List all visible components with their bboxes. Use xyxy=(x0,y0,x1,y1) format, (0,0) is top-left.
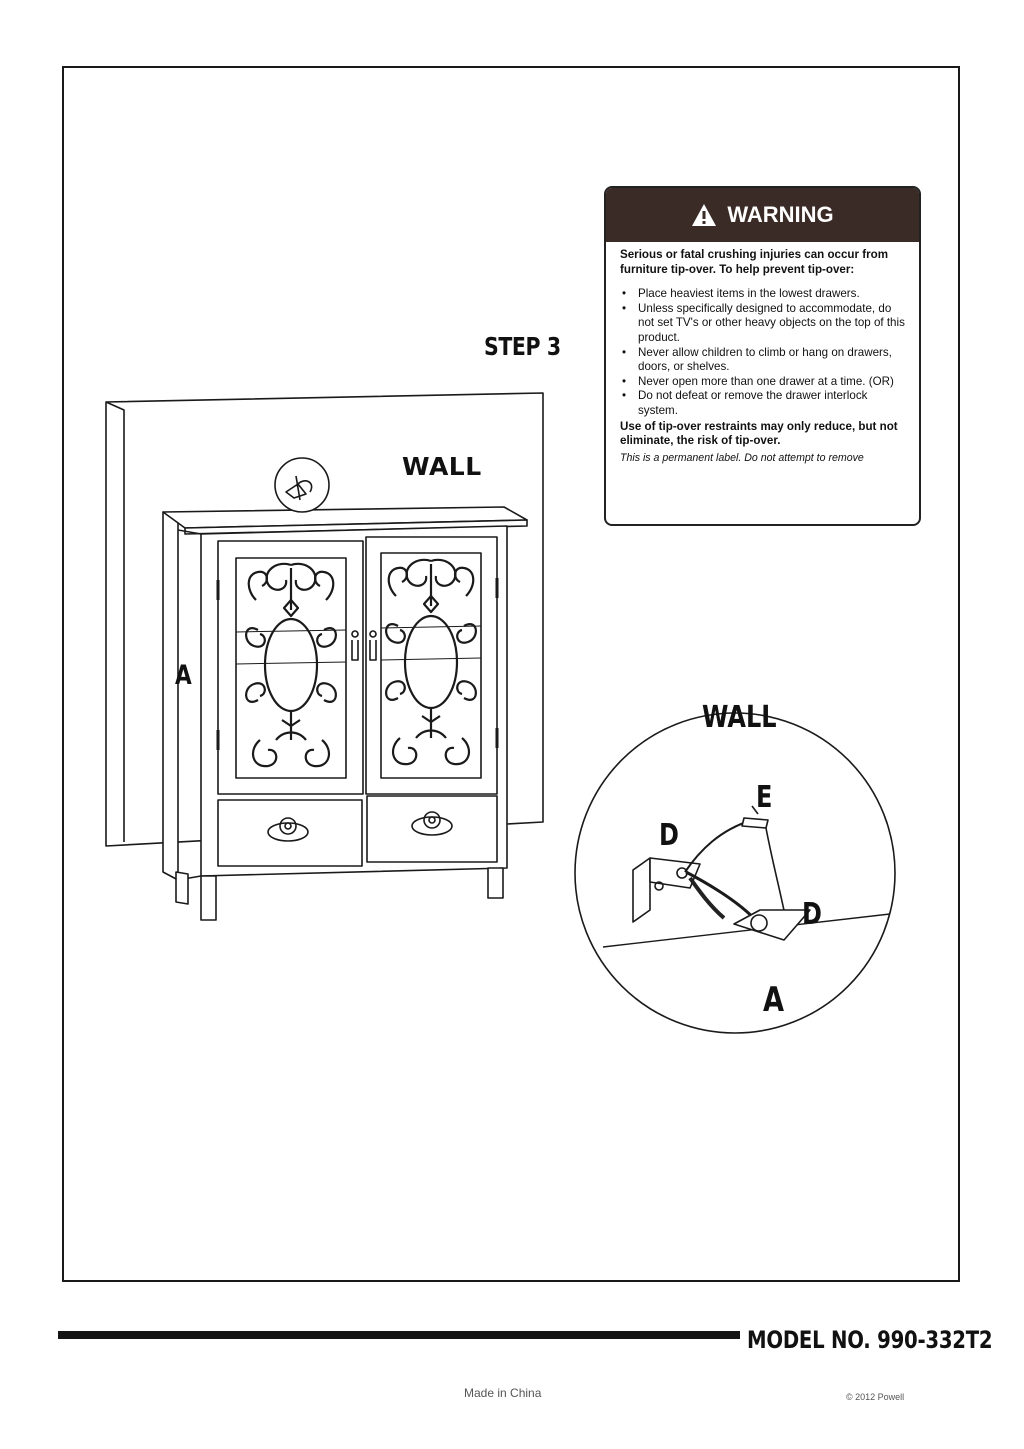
step-title: STEP 3 xyxy=(484,332,561,361)
warning-item: Unless specifically designed to accommod… xyxy=(620,302,909,346)
warning-item: Never open more than one drawer at a tim… xyxy=(620,375,909,390)
warning-item: Never allow children to climb or hang on… xyxy=(620,346,909,375)
wall-label: WALL xyxy=(402,452,482,481)
part-a-label: A xyxy=(175,660,192,691)
made-in-text: Made in China xyxy=(464,1386,542,1400)
warning-list: Place heaviest items in the lowest drawe… xyxy=(620,287,909,418)
warning-header: WARNING xyxy=(606,188,919,242)
warning-outro: Use of tip-over restraints may only redu… xyxy=(620,419,898,448)
warning-item: Place heaviest items in the lowest drawe… xyxy=(620,287,909,302)
detail-part-a-label: A xyxy=(763,980,785,1020)
model-number: MODEL NO. 990-332T2 xyxy=(747,1326,993,1354)
warning-heading: WARNING xyxy=(727,202,834,227)
warning-label: WARNING Serious or fatal crushing injuri… xyxy=(604,186,921,526)
warning-intro: Serious or fatal crushing injuries can o… xyxy=(620,248,889,276)
page-frame xyxy=(62,66,960,1282)
warning-item: Do not defeat or remove the drawer inter… xyxy=(620,389,909,418)
copyright-text: © 2012 Powell xyxy=(846,1392,905,1402)
part-e-label: E xyxy=(756,780,773,815)
footer-rule xyxy=(58,1331,740,1339)
warning-triangle-icon xyxy=(691,203,717,227)
warning-note: This is a permanent label. Do not attemp… xyxy=(620,451,864,464)
part-d-right-label: D xyxy=(802,897,822,932)
detail-wall-label: WALL xyxy=(702,700,777,735)
part-d-left-label: D xyxy=(659,818,679,853)
